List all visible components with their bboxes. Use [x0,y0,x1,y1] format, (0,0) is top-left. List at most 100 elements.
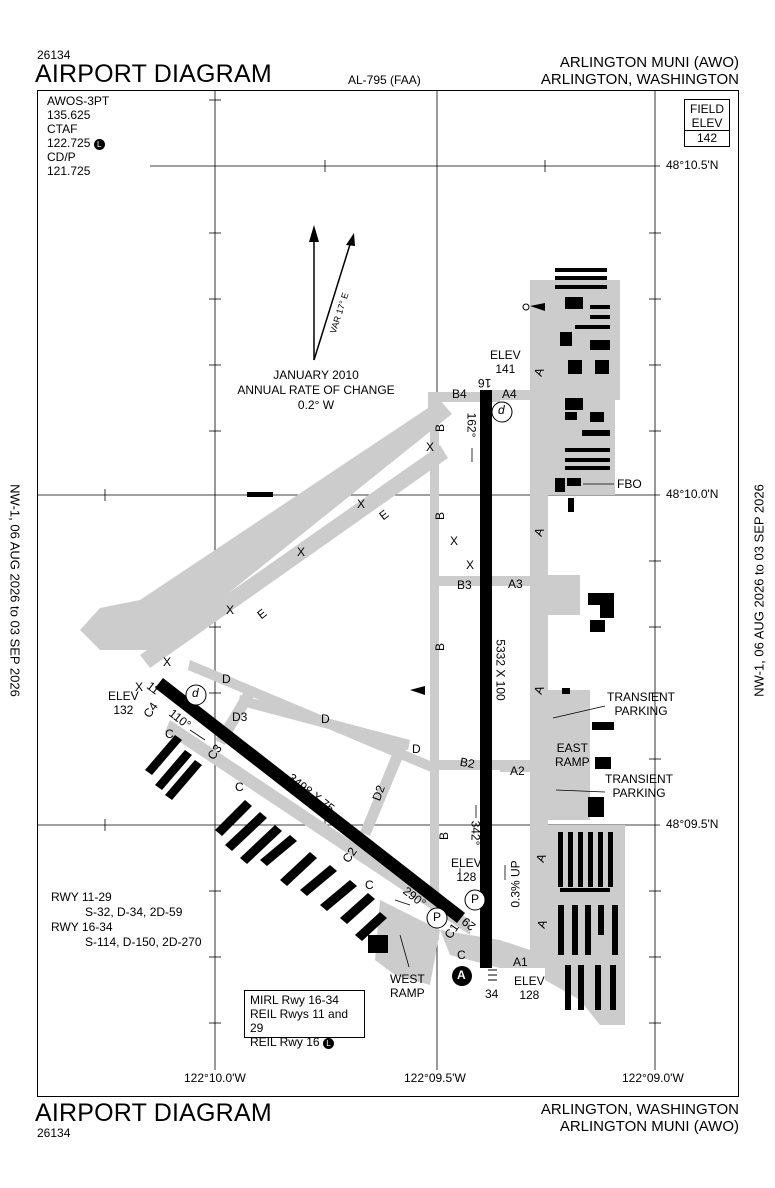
transient-parking-1: TRANSIENT PARKING [607,690,676,718]
awos-label: AWOS-3PT [47,94,110,108]
rwy16-elev: ELEV 141 [490,348,521,376]
doc-number-bottom: 26134 [37,1126,71,1140]
airport-location-top: ARLINGTON, WASHINGTON [540,71,739,88]
east-ramp: EAST RAMP [555,741,590,769]
runway-11-29 [155,678,465,923]
lat-1: 48°10.5'N [666,158,719,172]
twy-c-1: C [165,727,174,741]
rwy34-heading: 342° [468,820,483,846]
twy-b-4: B [437,831,452,841]
twy-d3: D3 [232,710,248,724]
west-ramp: WEST RAMP [390,972,425,1000]
airport-location-bottom: ARLINGTON, WASHINGTON [540,1101,739,1118]
awos-freq: 135.625 [47,108,91,122]
strength-rwy2-val: S-114, D-150, 2D-270 [85,935,202,949]
twy-x-7: X [450,534,459,548]
strength-rwy1-val: S-32, D-34, 2D-59 [85,905,183,919]
a4-symbol: A [457,968,466,982]
footer-title: AIRPORT DIAGRAM [35,1099,272,1127]
rwy16-heading: 162° [464,412,479,438]
twy-a3: A3 [508,577,523,591]
fbo-label: FBO [617,477,642,491]
windsock-icon [522,303,545,311]
rwy29-elev: ELEV 128 [451,856,482,884]
rwy34-elev: ELEV 128 [514,974,545,1002]
twy-d-2: D [321,712,330,726]
lighting-badge: L [322,1038,334,1049]
twy-x-6: X [135,680,144,694]
page-title: AIRPORT DIAGRAM [35,60,272,88]
threshold-bars [488,969,497,981]
ctaf-badge: L [93,139,105,150]
west-hangars [145,735,388,953]
lon-3: 122°09.0'W [622,1071,684,1085]
p-symbol-1: P [471,892,480,906]
magvar-line3: 0.2° W [297,398,335,412]
twy-x-2: X [357,497,366,511]
twy-b-1: B [433,423,448,433]
lon-1: 122°10.0'W [184,1071,246,1085]
rwy11-elev: ELEV 132 [108,689,139,717]
south-hangars [558,832,618,1010]
twy-x-4: X [226,603,235,617]
twy-a4: A4 [502,387,517,401]
twy-d-1: D [222,672,231,686]
runway-strength: RWY 11-29 S-32, D-34, 2D-59 RWY 16-34 S-… [51,890,202,950]
marker-bar [247,492,273,497]
ctaf-freq: 122.725 [47,136,91,150]
ctaf-label: CTAF [47,122,78,136]
lat-3: 48°09.5'N [666,817,719,831]
twy-b4: B4 [452,387,467,401]
field-elev-value: 142 [685,130,729,145]
twy-a2: A2 [510,764,525,778]
magvar-line1: JANUARY 2010 [273,368,359,382]
twy-x-1: X [426,440,435,454]
twy-b3: B3 [457,578,472,592]
lighting-line3: REIL Rwy 16 [250,1035,320,1049]
lat-2: 48°10.0'N [666,487,719,501]
twy-b2: B2 [458,754,476,772]
field-elev-box: FIELD ELEV 142 [684,99,730,147]
diagram-frame [37,90,739,1097]
twy-b-2: B [433,511,448,521]
magvar-line2: ANNUAL RATE OF CHANGE [237,383,395,397]
twy-x-8: X [466,558,475,572]
rwy-slope: 0.3% UP [508,860,523,908]
lon-2: 122°09.5'W [404,1071,466,1085]
lighting-line2: REIL Rwys 11 and 29 [250,1007,349,1035]
al-number: AL-795 (FAA) [348,73,421,87]
north-arrows [309,225,355,361]
magvar-block: JANUARY 2010 ANNUAL RATE OF CHANGE 0.2° … [236,368,396,413]
windsock-icon-2 [410,686,425,695]
twy-c-2: C [235,780,244,794]
field-elev-line2: ELEV [691,116,723,130]
lighting-line3-row: REIL Rwy 16 L [250,1035,359,1049]
east-buildings [555,268,614,817]
leader-lines [189,448,614,968]
ctaf-freq-row: 122.725 L [47,136,109,150]
airport-name-top: ARLINGTON MUNI (AWO) [559,54,739,71]
transient-parking-2: TRANSIENT PARKING [605,772,674,800]
rwy-end-16: 16 [478,376,492,390]
frequency-block: AWOS-3PT 135.625 CTAF 122.725 L CD/P 121… [47,94,109,178]
pavement [80,280,625,1025]
rwy-end-34: 34 [485,987,499,1001]
twy-x-5: X [163,655,172,669]
twy-a1: A1 [513,955,528,969]
rwy16-34-dimensions: 5332 X 100 [493,639,508,701]
twy-c-4: C [457,948,466,962]
p-symbol-2: P [433,910,442,924]
lighting-box: MIRL Rwy 16-34 REIL Rwys 11 and 29 REIL … [244,990,365,1049]
runway-16-34 [480,390,492,968]
twy-c-3: C [365,878,374,892]
field-elev-line1: FIELD [689,102,724,116]
twy-b-3: B [433,642,448,652]
d-symbol-1: d [498,403,505,417]
cdp-label: CD/P [47,150,76,164]
doc-number-top: 26134 [37,48,71,62]
d-symbol-2: d [192,686,199,700]
airport-name-bottom: ARLINGTON MUNI (AWO) [559,1118,739,1135]
strength-rwy2: RWY 16-34 [51,920,113,934]
cdp-freq: 121.725 [47,164,91,178]
